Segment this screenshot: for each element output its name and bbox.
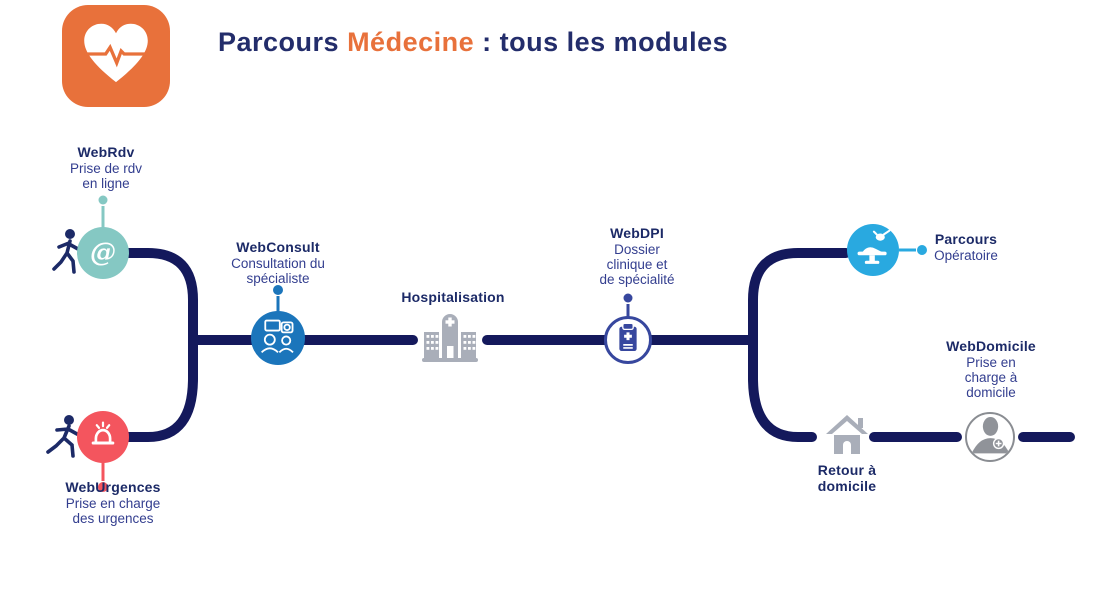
connector-right-bracket	[748, 248, 851, 442]
node-stems	[98, 195, 927, 492]
webconsult-subtitle-line: spécialiste	[246, 270, 310, 286]
parcours-subtitle-line: Opératoire	[934, 247, 998, 263]
emergency-siren-icon	[85, 419, 121, 456]
medical-record-clipboard-icon	[609, 319, 647, 362]
running-person-icon	[44, 414, 84, 465]
hospital-building-icon	[417, 312, 483, 371]
parcours-title: Parcours	[934, 231, 998, 247]
webdpi-subtitle-line: Dossier	[614, 241, 660, 257]
webrdv-node: @	[77, 227, 129, 279]
webdomicile-subtitle-line: domicile	[966, 384, 1016, 400]
webrdv-title: WebRdv	[77, 144, 135, 160]
webconsult-stem-dot	[273, 285, 283, 295]
title-accent: Médecine	[347, 27, 475, 57]
webdomicile-node	[965, 412, 1015, 462]
webrdv-label: WebRdv Prise de rdv en ligne	[69, 144, 143, 191]
walking-person-icon	[48, 228, 86, 281]
at-sign-icon: @	[90, 238, 116, 268]
webconsult-title: WebConsult	[236, 239, 320, 255]
operating-room-icon	[853, 229, 893, 272]
webdomicile-label: WebDomicile Prise en charge à domicile	[946, 338, 1036, 400]
webdpi-subtitle-line: de spécialité	[599, 271, 675, 287]
title-part1: Parcours	[218, 27, 348, 57]
webdomicile-title: WebDomicile	[946, 338, 1036, 354]
parcours-operatoire-node	[847, 224, 899, 276]
weburgences-subtitle-line: des urgences	[72, 510, 154, 526]
webrdv-subtitle-line: Prise de rdv	[69, 160, 143, 176]
webdpi-subtitle-line: clinique et	[606, 256, 668, 272]
weburgences-title: WebUrgences	[65, 479, 161, 495]
webdpi-node	[604, 316, 652, 364]
weburgences-label: WebUrgences Prise en charge des urgences	[65, 479, 161, 526]
webdomicile-subtitle-line: Prise en	[966, 354, 1016, 370]
home-icon	[823, 412, 871, 463]
webconsult-subtitle-line: Consultation du	[231, 255, 325, 271]
weburgences-node	[77, 411, 129, 463]
parcours-operatoire-label: Parcours Opératoire	[934, 231, 998, 263]
webrdv-subtitle-line: en ligne	[82, 175, 130, 191]
retour-domicile-label: Retour à domicile	[817, 462, 877, 494]
title-part2: : tous les modules	[474, 27, 729, 57]
heart-pulse-logo	[62, 5, 170, 107]
teleconsultation-icon	[258, 317, 298, 360]
retour-title-line: Retour à	[817, 462, 877, 478]
webdpi-label: WebDPI Dossier clinique et de spécialité	[599, 225, 675, 287]
weburgences-subtitle-line: Prise en charge	[65, 495, 161, 511]
caregiver-icon	[968, 414, 1013, 460]
webdpi-stem-dot	[623, 293, 633, 303]
webdpi-title: WebDPI	[610, 225, 664, 241]
hospitalisation-label: Hospitalisation	[401, 289, 505, 306]
heart-pulse-icon	[79, 20, 153, 93]
retour-title-line: domicile	[817, 477, 877, 494]
webconsult-node	[251, 311, 305, 365]
connector-left-bracket	[98, 248, 198, 442]
webdomicile-subtitle-line: charge à	[964, 369, 1018, 385]
webconsult-label: WebConsult Consultation du spécialiste	[231, 239, 325, 286]
hospitalisation-title: Hospitalisation	[401, 289, 505, 305]
page-title: Parcours Médecine : tous les modules	[218, 27, 728, 58]
parcours-stem-dot	[917, 245, 927, 255]
webrdv-stem-dot	[98, 195, 108, 205]
